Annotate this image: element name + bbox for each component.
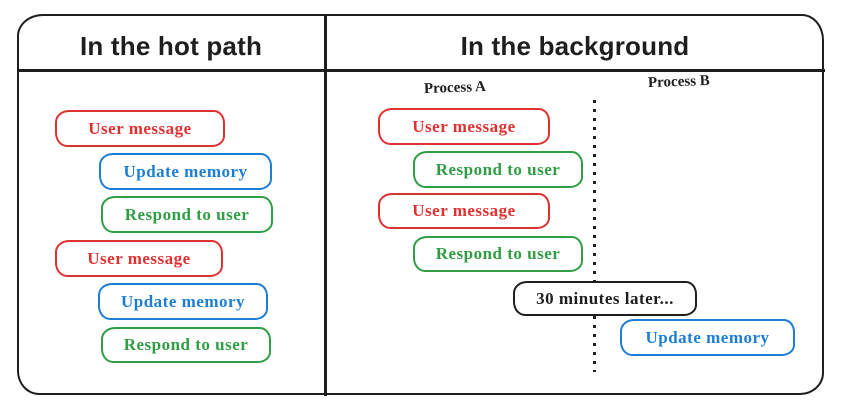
hotpath-user-message-2: User message [55,240,223,277]
hotpath-update-memory-2: Update memory [98,283,268,320]
background-respond-to-user-1: Respond to user [413,151,583,188]
hotpath-user-message-1: User message [55,110,225,147]
panel-divider-line [324,14,327,396]
process-divider-dotted-line [593,100,596,372]
background-title: In the background [460,31,690,61]
process-b-label: Process B [647,72,711,92]
process-a-label: Process A [423,78,487,98]
background-update-memory: Update memory [620,319,795,356]
hotpath-update-memory-1: Update memory [99,153,272,190]
background-respond-to-user-2: Respond to user [413,236,583,272]
background-user-message-1: User message [378,108,550,145]
background-user-message-2: User message [378,193,550,229]
hotpath-respond-to-user-2: Respond to user [101,327,271,363]
hot-path-title: In the hot path [79,31,263,61]
background-30-minutes-later-badge: 30 minutes later... [513,281,697,316]
hotpath-respond-to-user-1: Respond to user [101,196,273,233]
header-separator-line [17,69,825,72]
